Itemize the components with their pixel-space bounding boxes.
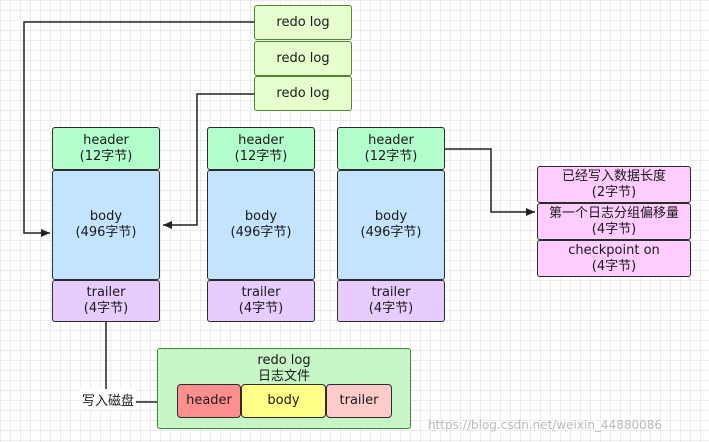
- header-field-checkpoint: checkpoint on (4字节): [537, 240, 691, 277]
- body-size: (496字节): [360, 225, 422, 240]
- segment-label: body: [267, 393, 300, 408]
- body-size: (496字节): [75, 225, 137, 240]
- trailer-label: trailer: [86, 285, 126, 300]
- write-to-disk-label: 写入磁盘: [80, 389, 137, 410]
- block-body: body (496字节): [337, 170, 445, 280]
- file-segment-trailer: trailer: [326, 384, 392, 418]
- header-label: header: [238, 132, 284, 148]
- segment-label: trailer: [339, 393, 379, 408]
- field-label: checkpoint on: [568, 242, 660, 258]
- trailer-label: trailer: [241, 285, 281, 300]
- header-size: (12字节): [79, 148, 133, 164]
- arrow-header-to-fields: [445, 148, 535, 216]
- arrow-redo-log-3-to-body: [163, 93, 254, 229]
- watermark: https://blog.csdn.net/weixin_44880086: [428, 418, 663, 432]
- trailer-size: (4字节): [238, 301, 284, 316]
- block-trailer: trailer (4字节): [207, 280, 315, 322]
- redo-log-box: redo log: [254, 41, 352, 76]
- header-label: header: [83, 132, 129, 148]
- field-label: 已经写入数据长度: [561, 168, 666, 184]
- file-subtitle: 日志文件: [257, 369, 310, 384]
- block-header: header (12字节): [52, 127, 160, 170]
- block-trailer: trailer (4字节): [52, 280, 160, 322]
- field-size: (2字节): [591, 184, 637, 200]
- redo-log-label: redo log: [276, 85, 330, 101]
- trailer-size: (4字节): [83, 301, 129, 316]
- block-body: body (496字节): [207, 170, 315, 280]
- arrow-redo-log-1-to-body: [23, 21, 254, 237]
- body-label: body: [244, 209, 278, 224]
- body-label: body: [89, 209, 123, 224]
- header-field-first-group-offset: 第一个日志分组偏移量 (4字节): [537, 203, 691, 240]
- block-body: body (496字节): [52, 170, 160, 280]
- header-field-data-length: 已经写入数据长度 (2字节): [537, 166, 691, 203]
- redo-log-label: redo log: [276, 50, 330, 66]
- field-label: 第一个日志分组偏移量: [548, 205, 679, 221]
- trailer-label: trailer: [371, 285, 411, 300]
- file-segment-body: body: [241, 384, 326, 418]
- block-header: header (12字节): [337, 127, 445, 170]
- body-size: (496字节): [230, 225, 292, 240]
- header-label: header: [368, 132, 414, 148]
- redo-log-label: redo log: [276, 14, 330, 30]
- header-size: (12字节): [234, 148, 288, 164]
- file-title: redo log: [257, 353, 311, 368]
- redo-log-box: redo log: [254, 76, 352, 111]
- trailer-size: (4字节): [368, 301, 414, 316]
- block-trailer: trailer (4字节): [337, 280, 445, 322]
- field-size: (4字节): [591, 258, 637, 274]
- block-header: header (12字节): [207, 127, 315, 170]
- file-segment-header: header: [177, 384, 241, 418]
- header-size: (12字节): [364, 148, 418, 164]
- segment-label: header: [186, 393, 232, 408]
- field-size: (4字节): [591, 221, 637, 237]
- body-label: body: [374, 209, 408, 224]
- redo-log-box: redo log: [254, 5, 352, 40]
